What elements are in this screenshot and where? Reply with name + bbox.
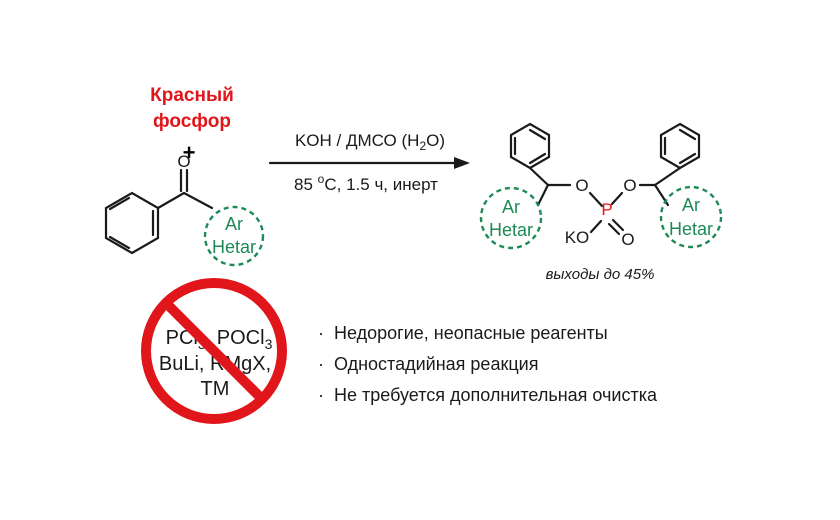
list-item: · Одностадийная реакция (318, 349, 657, 380)
reagent-line-1: Красный (150, 85, 234, 106)
banned-reagents-line-1: PCl3, POCl3 (166, 327, 273, 352)
product-structure: O Ar Hetar P O O KO Ar Hetar (479, 122, 723, 250)
benzene-ring-icon (509, 122, 551, 170)
substituent-circle (659, 185, 723, 249)
plus-sign: + (183, 140, 196, 165)
oxygen-label: O (177, 152, 190, 171)
reagent-line-2: фосфор (153, 111, 231, 132)
no-sign-icon (141, 278, 287, 424)
banned-reagents-line-2: BuLi, RMgX, (159, 353, 271, 375)
reaction-arrow-icon (268, 157, 470, 169)
arrow-condition-above: KOH / ДМСО (H2O) (295, 131, 445, 153)
substituent-hetar: Hetar (669, 219, 713, 239)
oxygen-label: O (575, 176, 588, 195)
list-item: · Не требуется дополнительная очистка (318, 380, 657, 411)
feature-text: Не требуется дополнительная очистка (334, 385, 657, 405)
yield-label: выходы до 45% (546, 266, 655, 283)
bullet-icon: · (318, 323, 324, 343)
oxygen-label: O (623, 176, 636, 195)
substituent-ar: Ar (225, 214, 243, 234)
substituent-hetar: Hetar (212, 237, 256, 257)
list-item: · Недорогие, неопасные реагенты (318, 318, 657, 349)
banned-reagents-line-3: TM (201, 378, 230, 400)
arrow-condition-below: 85 oC, 1.5 ч, инерт (294, 172, 438, 194)
benzene-ring-icon (659, 122, 701, 170)
ketone-structure: O Ar Hetar (104, 152, 265, 267)
phosphorus-label: P (601, 200, 612, 219)
substituent-ar: Ar (682, 195, 700, 215)
bullet-icon: · (318, 354, 324, 374)
not-required-reagents: PCl3, POCl3 BuLi, RMgX, TM (159, 327, 273, 400)
feature-text: Одностадийная реакция (334, 354, 539, 374)
advantages-list: · Недорогие, неопасные реагенты · Одностад… (318, 318, 657, 411)
feature-text: Недорогие, неопасные реагенты (334, 323, 608, 343)
benzene-ring-icon (104, 191, 160, 255)
substituent-circle (479, 186, 543, 250)
bullet-icon: · (318, 385, 324, 405)
substituent-ar: Ar (502, 197, 520, 217)
substituent-hetar: Hetar (489, 220, 533, 240)
oxygen-label: O (621, 230, 634, 249)
potassium-oxide-label: KO (565, 228, 590, 247)
substituent-circle (203, 205, 265, 267)
